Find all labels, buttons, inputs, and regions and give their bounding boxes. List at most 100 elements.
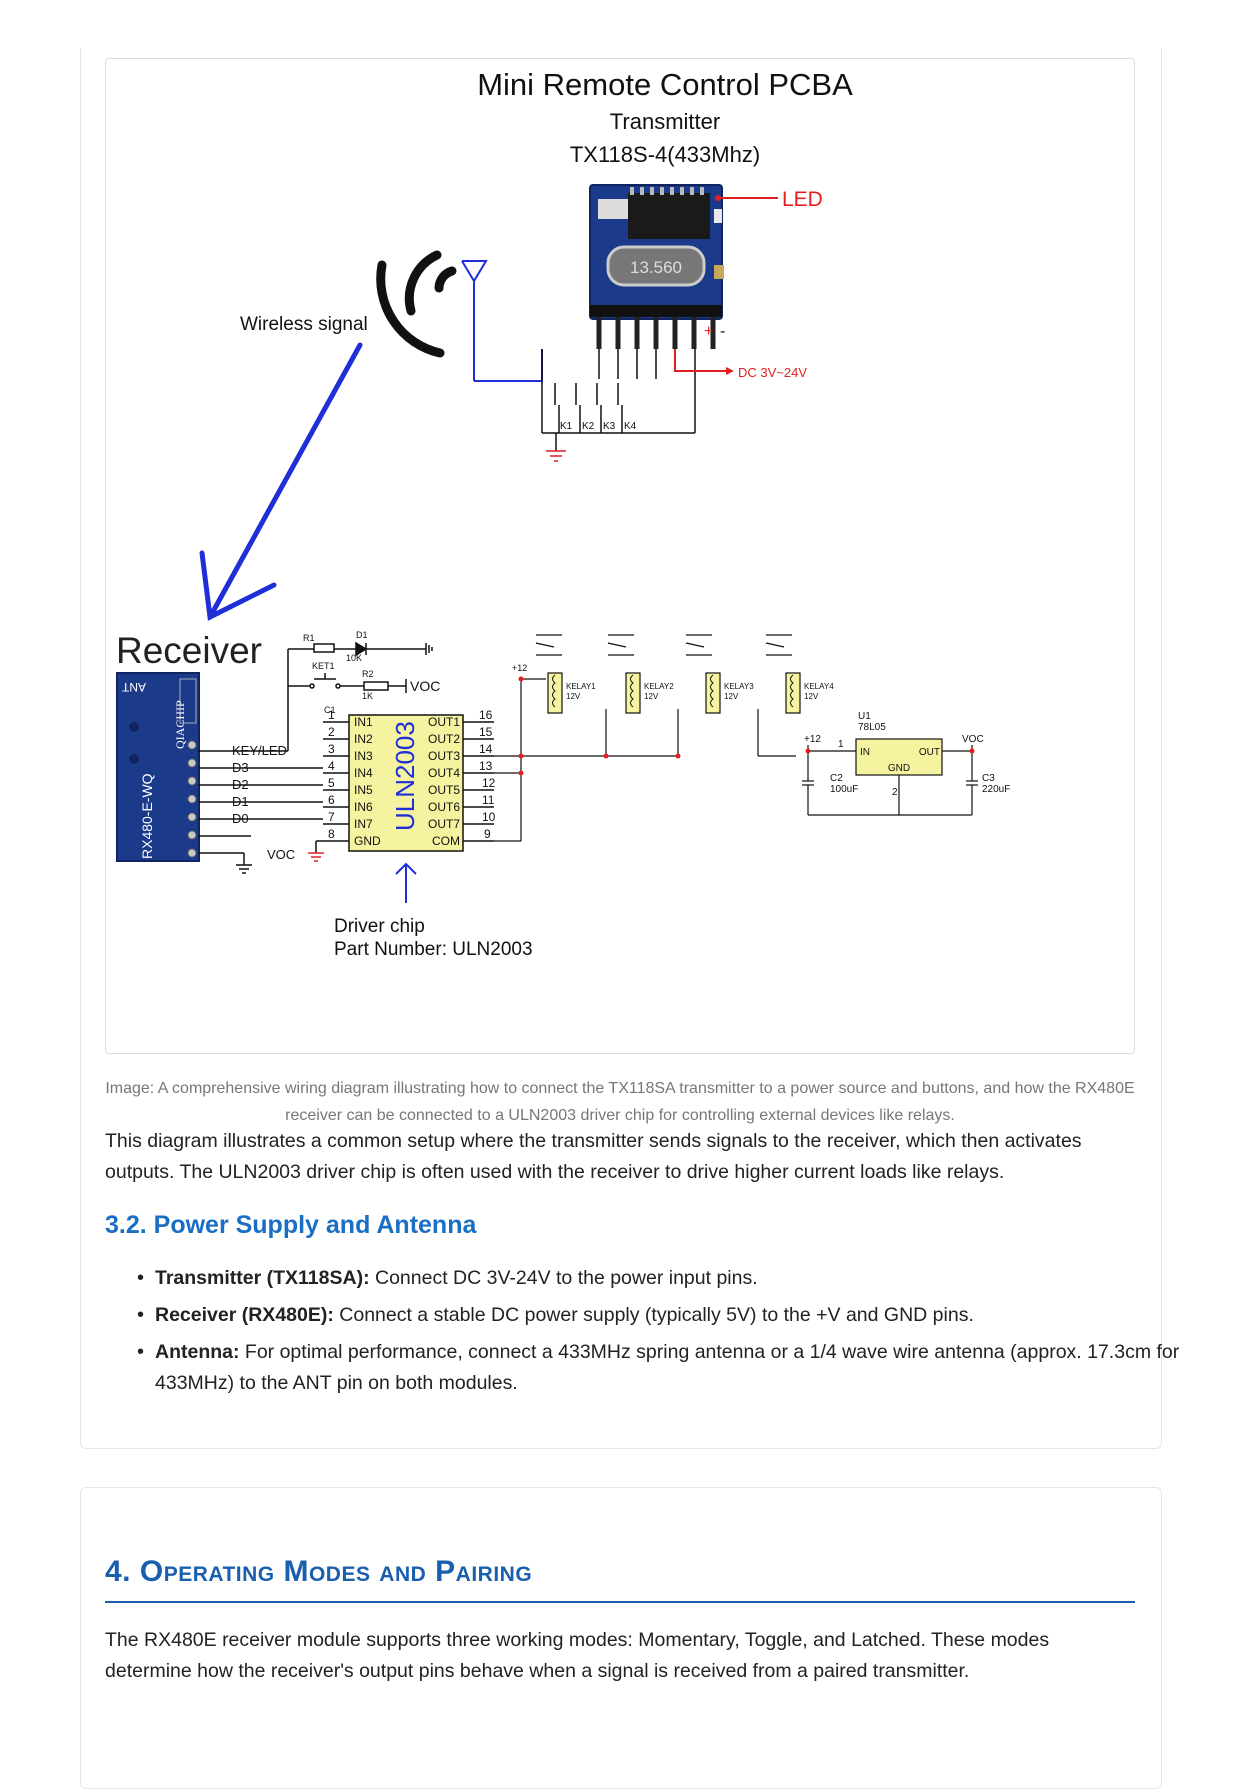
ground-icon [546, 450, 566, 462]
c2-value: 100uF [830, 784, 858, 795]
pin-number: 9 [484, 827, 491, 841]
pin-number: 4 [328, 759, 335, 773]
chip-pin: OUT1 [428, 715, 460, 729]
figure-subtitle: Transmitter [610, 109, 720, 134]
part-number-label: Part Number: ULN2003 [334, 939, 533, 960]
chip-pin: IN6 [354, 800, 373, 814]
reg-gnd: GND [888, 763, 910, 774]
pin-label: D0 [232, 811, 249, 826]
chip-pin: IN7 [354, 817, 373, 831]
figure-caption: Image: A comprehensive wiring diagram il… [105, 1080, 1135, 1124]
module-name: RX480-E-WQ [139, 773, 155, 859]
ket1-label: KET1 [312, 661, 335, 671]
relay-label: KELAY4 [804, 682, 834, 691]
list-item: Transmitter (TX118SA): Connect DC 3V-24V… [137, 1263, 1185, 1294]
ground-icon [236, 864, 252, 874]
r1-label: R1 [303, 633, 315, 643]
pin-number: 16 [479, 708, 493, 722]
pin-number: 15 [479, 725, 493, 739]
wiring-diagram: Mini Remote Control PCBA Transmitter TX1… [116, 67, 1010, 960]
relay-4: KELAY4 12V [765, 634, 834, 714]
list-item-text: Connect DC 3V-24V to the power input pin… [369, 1267, 758, 1289]
r2-label: R2 [362, 669, 374, 679]
receiver-module: RX480-E-WQ QIACHIP ANT [116, 672, 200, 862]
chip-pin: OUT3 [428, 749, 460, 763]
plus12-label: +12 [512, 663, 527, 673]
relay-voltage: 12V [724, 692, 739, 701]
chip-pin: IN5 [354, 783, 373, 797]
pin-number: 13 [479, 759, 493, 773]
voltage-regulator: IN OUT GND [855, 738, 943, 776]
c3-value: 220uF [982, 784, 1010, 795]
chip-pin: OUT7 [428, 817, 460, 831]
c2-label: C2 [830, 773, 843, 784]
pin-number: 10 [482, 810, 496, 824]
pin-label: D2 [232, 777, 249, 792]
transmitter-pcb: 13.560 + - [589, 184, 725, 349]
relay-voltage: 12V [804, 692, 819, 701]
list-item-term: Antenna: [155, 1341, 240, 1363]
chip-pin: OUT5 [428, 783, 460, 797]
pin-number: 2 [328, 725, 335, 739]
driver-chip-label: Driver chip [334, 916, 425, 937]
list-item: Antenna: For optimal performance, connec… [137, 1337, 1185, 1399]
key-buttons [541, 349, 696, 451]
module-brand: QIACHIP [173, 700, 187, 749]
uln2003-chip: ULN2003 [348, 714, 464, 852]
pin-number: 12 [482, 776, 496, 790]
pin-number: 5 [328, 776, 335, 790]
diagram-description: This diagram illustrates a common setup … [105, 1130, 1082, 1183]
wireless-label: Wireless signal [240, 314, 368, 335]
section-heading-power-antenna: 3.2. Power Supply and Antenna [105, 1211, 477, 1239]
key-label: K2 [582, 421, 595, 432]
section-heading-operating-modes: 4. Operating Modes and Pairing [105, 1555, 1135, 1603]
led-label: LED [782, 188, 823, 211]
ground-icon [308, 852, 324, 862]
operating-modes-intro: The RX480E receiver module supports thre… [105, 1629, 1050, 1682]
chip-pin: OUT4 [428, 766, 460, 780]
list-item-text: Connect a stable DC power supply (typica… [333, 1304, 974, 1326]
relay-3: KELAY3 12V [685, 634, 754, 714]
key-label: K3 [603, 421, 616, 432]
pin-number: 1 [328, 708, 335, 722]
relay-1: KELAY1 12V [535, 634, 596, 714]
pin-number: 11 [482, 793, 495, 807]
relay-label: KELAY3 [724, 682, 754, 691]
svg-text:+: + [704, 323, 713, 340]
reg-part: 78L05 [858, 722, 886, 733]
dc-voltage-label: DC 3V~24V [738, 365, 807, 380]
list-item-text: For optimal performance, connect a 433MH… [155, 1341, 1180, 1394]
pin-label: D3 [232, 760, 249, 775]
chip-pin: COM [432, 834, 460, 848]
d1-label: D1 [356, 630, 368, 640]
list-item: Receiver (RX480E): Connect a stable DC p… [137, 1300, 1185, 1331]
relay-voltage: 12V [644, 692, 659, 701]
chip-pin: IN2 [354, 732, 373, 746]
pin-number: 1 [838, 739, 844, 750]
list-item-term: Transmitter (TX118SA): [155, 1267, 370, 1289]
key-label: K1 [560, 421, 573, 432]
voc-label: VOC [410, 678, 440, 694]
list-item-term: Receiver (RX480E): [155, 1304, 334, 1326]
figure-title: Mini Remote Control PCBA [477, 67, 853, 102]
pin-number: 3 [328, 742, 335, 756]
chip-pin: IN3 [354, 749, 373, 763]
chip-name: ULN2003 [390, 721, 420, 831]
pin-number: 7 [328, 810, 335, 824]
svg-text:-: - [720, 323, 725, 340]
key-label: K4 [624, 421, 637, 432]
chip-pin: IN1 [354, 715, 373, 729]
pin-label: D1 [232, 794, 249, 809]
relay-2: KELAY2 12V [607, 634, 674, 714]
pin-number: 2 [892, 787, 898, 798]
wireless-signal-icon [376, 250, 457, 358]
crystal-label: 13.560 [630, 258, 682, 277]
wiring-diagram-figure: Mini Remote Control PCBA Transmitter TX1… [105, 58, 1135, 1054]
r2-value: 1K [362, 691, 373, 701]
chip-pin: OUT2 [428, 732, 460, 746]
plus12-label: +12 [804, 734, 821, 745]
reg-in: IN [860, 747, 870, 758]
pin-number: 8 [328, 827, 335, 841]
chip-pin: GND [354, 834, 381, 848]
c1-label: C1 [324, 705, 336, 715]
